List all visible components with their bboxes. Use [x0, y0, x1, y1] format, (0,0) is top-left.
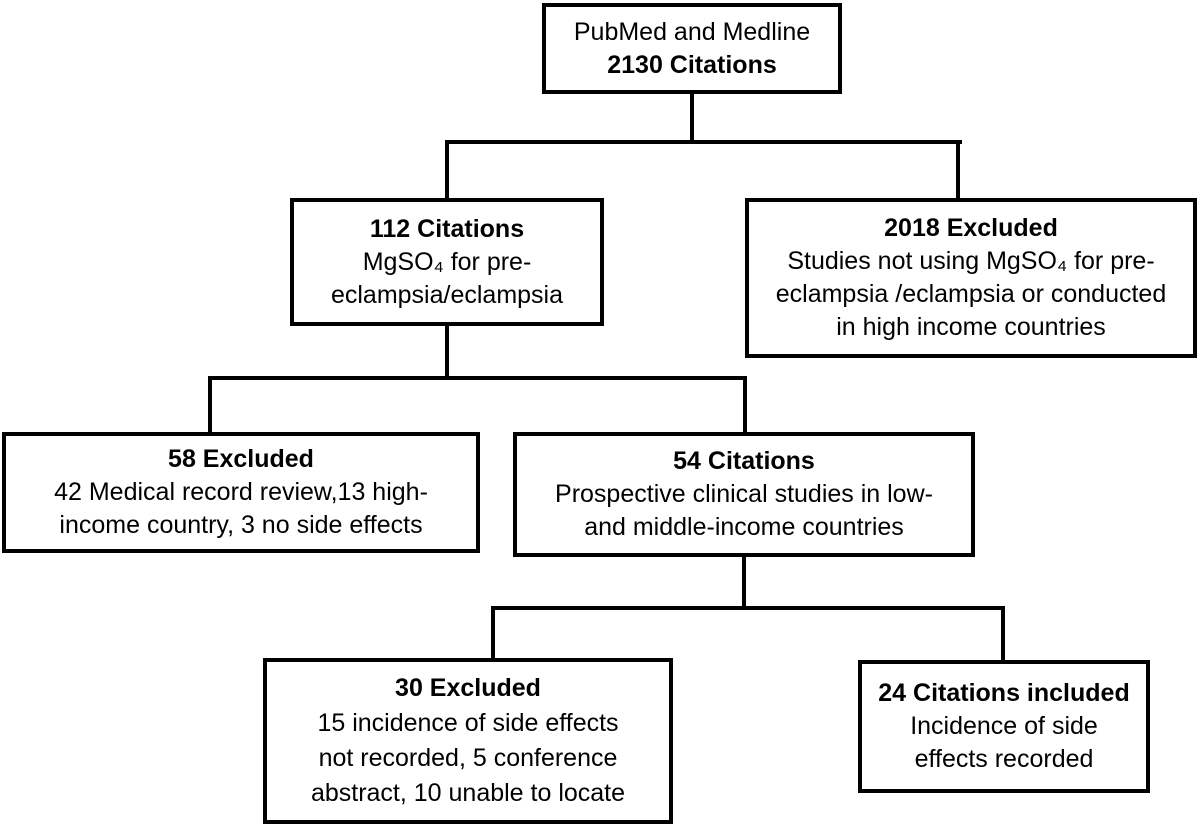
node-54-citations: 54 Citations Prospective clinical studie… [513, 432, 975, 557]
citations54-count: 54 Citations [673, 447, 815, 475]
node-30-excluded: 30 Excluded 15 incidence of side effects… [263, 658, 673, 824]
connector-drop-54 [743, 376, 747, 436]
connector-drop-58 [208, 376, 212, 436]
excluded30-count: 30 Excluded [395, 674, 541, 702]
node-2018-excluded: 2018 Excluded Studies not using MgSO₄ fo… [745, 198, 1197, 358]
node-24-citations-included: 24 Citations included Incidence of side … [858, 660, 1150, 793]
connector-112-stem [445, 326, 449, 380]
connector-drop-112 [445, 140, 449, 202]
excluded58-desc-line: 42 Medical record review,13 high- [54, 478, 428, 506]
included24-count: 24 Citations included [878, 679, 1130, 707]
citations112-count: 112 Citations [369, 214, 525, 243]
node-58-excluded: 58 Excluded 42 Medical record review,13 … [2, 432, 480, 553]
connector-level4-crossbar [491, 606, 1005, 610]
node-pubmed-medline-source: PubMed and Medline 2130 Citations [542, 3, 842, 94]
excluded30-desc-line: not recorded, 5 conference [318, 744, 618, 772]
source-label: PubMed and Medline [573, 17, 811, 46]
node-112-citations: 112 Citations MgSO₄ for pre- eclampsia/e… [290, 198, 604, 326]
citations54-desc-line: and middle-income countries [584, 513, 904, 541]
excluded2018-desc-line: eclampsia /eclampsia or conducted [775, 280, 1167, 308]
excluded2018-count: 2018 Excluded [884, 214, 1058, 242]
excluded30-desc-line: 15 incidence of side effects [317, 709, 619, 737]
connector-level2-crossbar [445, 140, 962, 144]
citations112-desc-line: MgSO₄ for pre- [362, 247, 532, 276]
citations112-desc-line: eclampsia/eclampsia [330, 280, 564, 309]
excluded58-count: 58 Excluded [168, 445, 314, 473]
citations54-desc-line: Prospective clinical studies in low- [555, 480, 933, 508]
connector-54-stem [742, 557, 746, 610]
included24-desc-line: Incidence of side [910, 712, 1098, 740]
excluded2018-desc-line: Studies not using MgSO₄ for pre- [787, 247, 1155, 275]
excluded2018-desc-line: in high income countries [836, 313, 1106, 341]
included24-desc-line: effects recorded [914, 745, 1094, 773]
connector-source-stem [690, 94, 694, 144]
excluded58-desc-line: income country, 3 no side effects [59, 511, 423, 539]
connector-drop-24 [1001, 606, 1005, 664]
source-count: 2130 Citations [607, 50, 777, 79]
connector-drop-30 [491, 606, 495, 662]
connector-drop-2018 [956, 140, 960, 202]
excluded30-desc-line: abstract, 10 unable to locate [310, 779, 626, 807]
connector-level3-crossbar [208, 376, 747, 380]
